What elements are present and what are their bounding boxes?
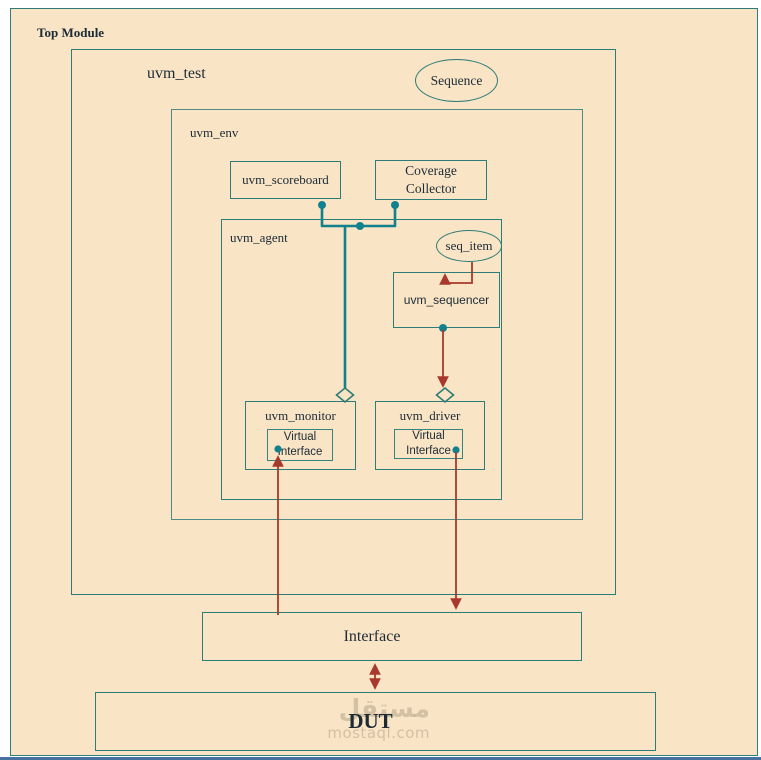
interface-box: Interface: [202, 612, 582, 661]
uvm-sequencer-label: uvm_sequencer: [403, 293, 490, 307]
dut-label: DUT: [348, 709, 393, 733]
seq-item-ellipse: seq_item: [436, 230, 502, 262]
driver-virtual-interface-box: Virtual Interface: [394, 429, 463, 459]
top-module-box: Top Module: [10, 8, 758, 756]
uvm-driver-box: uvm_driver: [375, 401, 485, 470]
uvm-monitor-box: uvm_monitor: [245, 401, 356, 470]
uvm-scoreboard-label: uvm_scoreboard: [242, 172, 329, 187]
uvm-env-label: uvm_env: [190, 125, 239, 140]
dut-box: DUT: [95, 692, 656, 751]
coverage-collector-label: Coverage Collector: [405, 162, 457, 196]
uvm-test-label: uvm_test: [147, 65, 206, 82]
coverage-collector-box: Coverage Collector: [375, 160, 487, 200]
uvm-scoreboard-box: uvm_scoreboard: [230, 161, 341, 199]
watermark-arabic: مستقل: [338, 694, 430, 723]
seq-item-label: seq_item: [445, 238, 493, 253]
sequence-ellipse: Sequence: [415, 59, 498, 102]
monitor-virtual-interface-box: Virtual Interface: [267, 429, 333, 461]
sequence-label: Sequence: [430, 72, 483, 88]
uvm-test-box: uvm_test: [71, 49, 616, 595]
bottom-edge-line: [0, 757, 761, 760]
uvm-monitor-label: uvm_monitor: [265, 408, 336, 423]
watermark-latin: mostaql.com: [327, 723, 430, 742]
uvm-driver-label: uvm_driver: [399, 408, 461, 423]
interface-label: Interface: [343, 627, 401, 645]
driver-virtual-interface-label: Virtual Interface: [406, 430, 451, 457]
monitor-virtual-interface-label: Virtual Interface: [277, 431, 323, 458]
mostaql-watermark: مستقل mostaql.com: [326, 695, 430, 741]
uvm-agent-label: uvm_agent: [230, 230, 288, 245]
top-module-label: Top Module: [37, 25, 105, 40]
uvm-sequencer-box: uvm_sequencer: [393, 272, 500, 328]
uvm-env-box: uvm_env: [171, 109, 583, 520]
